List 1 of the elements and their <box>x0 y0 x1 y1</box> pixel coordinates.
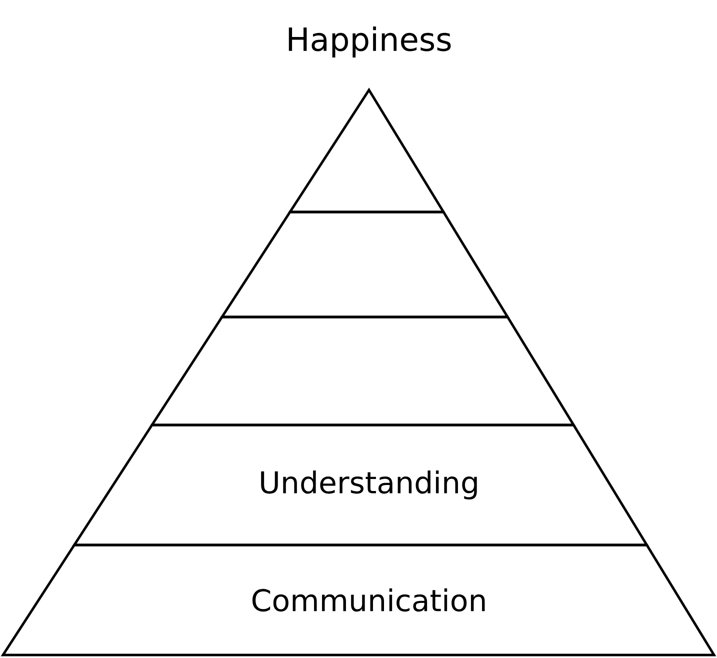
title: Happiness <box>288 26 451 58</box>
